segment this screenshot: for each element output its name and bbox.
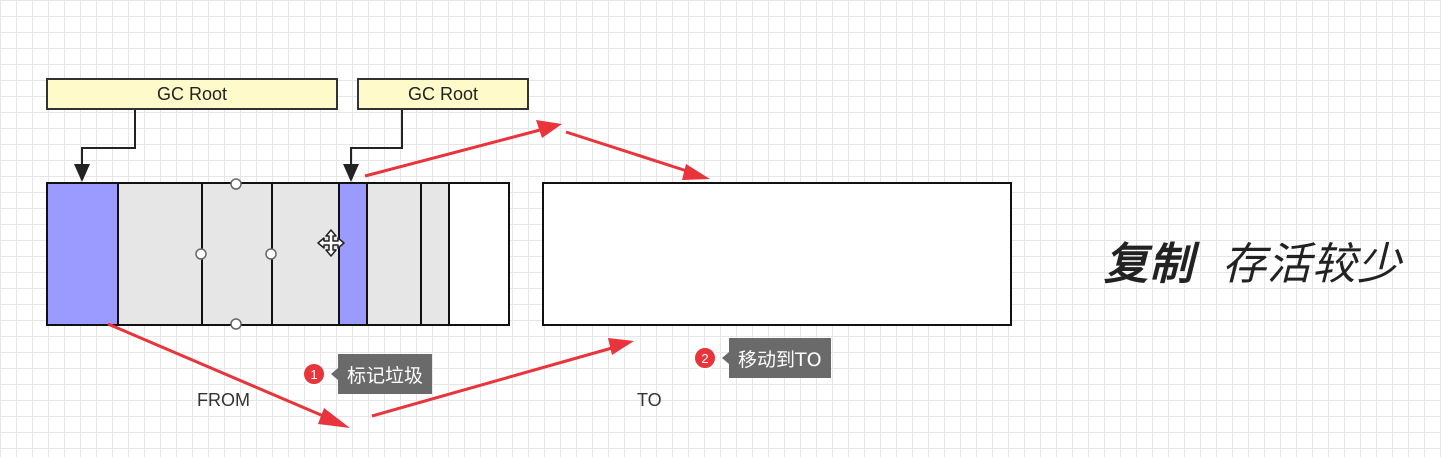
from-cell-dead-5: [422, 184, 450, 324]
step-1-text: 标记垃圾: [330, 354, 433, 394]
root-arrowhead-1: [74, 164, 90, 182]
from-cell-live-1: [48, 184, 119, 324]
side-heading-title: 复制: [1104, 239, 1194, 290]
root-connector-2: [350, 110, 403, 172]
gc-root-label-2: GC Root: [407, 83, 479, 104]
to-space: [542, 182, 1012, 326]
from-label: FROM: [197, 390, 250, 410]
step-1-callout: 1 标记垃圾: [302, 354, 433, 394]
gc-root-label-1: GC Root: [156, 83, 228, 104]
side-heading: 复制存活较少: [1104, 228, 1402, 292]
move-cursor-icon: [317, 229, 345, 257]
step-1-badge: 1: [302, 362, 326, 386]
step-2-text: 移动到TO: [722, 338, 831, 378]
selection-handles[interactable]: [195, 178, 277, 330]
gc-root-box-1: GC Root: [46, 78, 338, 110]
lower-move-arrow: [107, 322, 634, 428]
gc-root-box-2: GC Root: [357, 78, 529, 110]
from-cell-dead-4: [368, 184, 422, 324]
step-2-badge: 2: [693, 346, 717, 370]
from-cell-live-2: [340, 184, 368, 324]
root-arrowhead-2: [343, 164, 359, 182]
to-label: TO: [637, 390, 662, 410]
upper-move-arrow: [364, 120, 710, 180]
root-connector-1: [81, 110, 136, 172]
side-heading-subtitle: 存活较少: [1222, 239, 1402, 290]
step-2-callout: 2 移动到TO: [693, 338, 831, 378]
from-cell-empty: [450, 184, 508, 324]
